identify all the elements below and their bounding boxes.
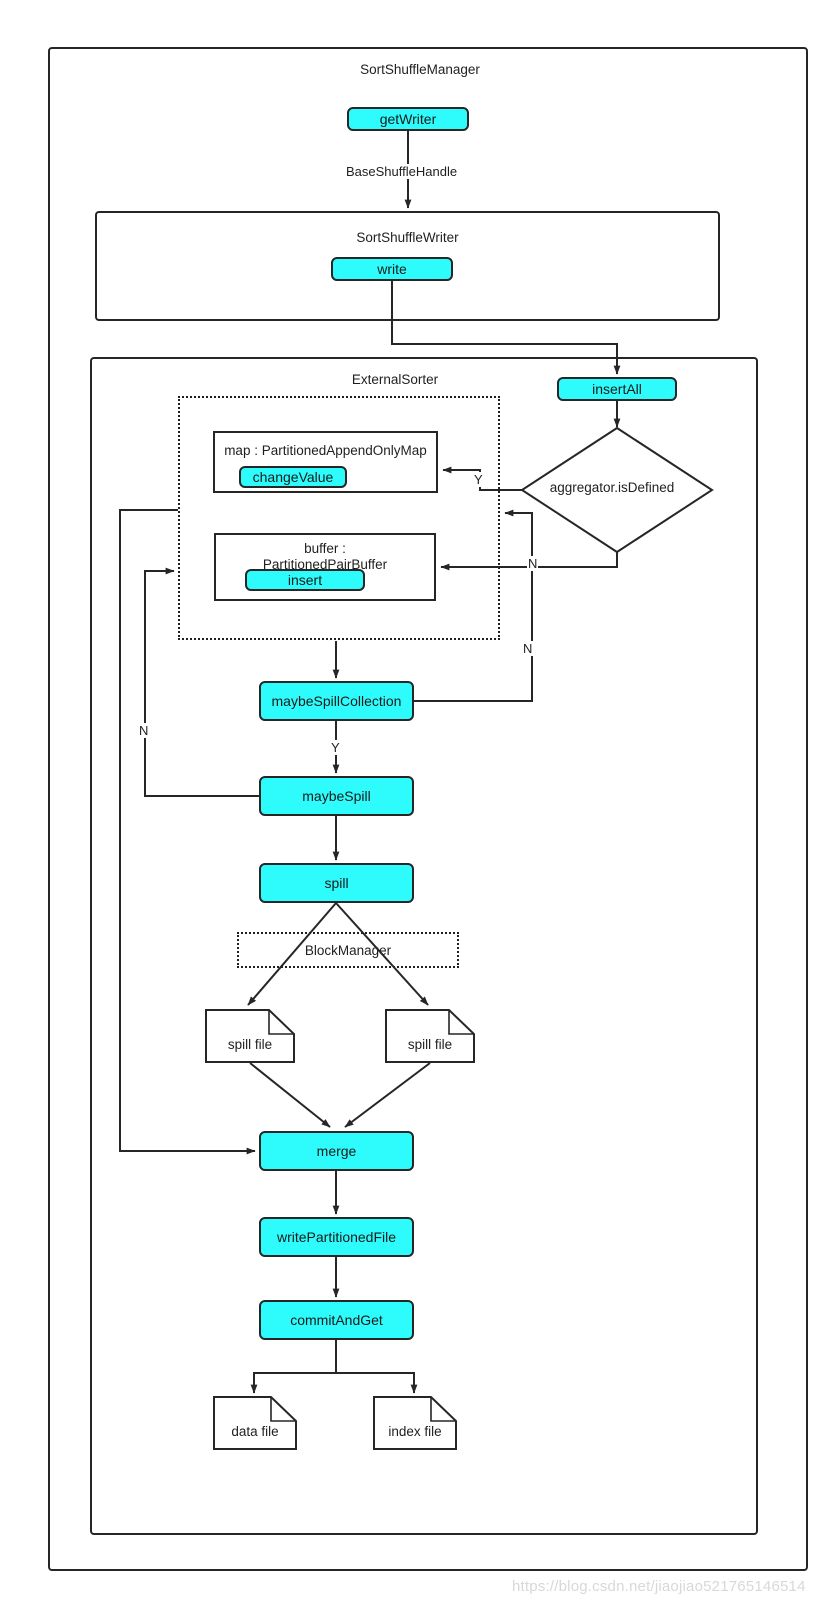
buffer-box-label-line2: PartitionedPairBuffer: [262, 557, 388, 572]
merge-node[interactable]: merge: [259, 1131, 414, 1171]
commit-and-get-node[interactable]: commitAndGet: [259, 1300, 414, 1340]
edge-label-spillcollection-yes: Y: [330, 740, 341, 755]
edge-label-base-shuffle-handle: BaseShuffleHandle: [345, 164, 459, 179]
map-box-label: map : PartitionedAppendOnlyMap: [224, 443, 427, 458]
maybe-spill-collection-node[interactable]: maybeSpillCollection: [259, 681, 414, 721]
edge-label-maybespill-no: N: [138, 723, 150, 738]
data-file: data file: [213, 1396, 297, 1450]
spill-file-left-label: spill file: [227, 1037, 273, 1052]
change-value-node[interactable]: changeValue: [239, 466, 347, 488]
spill-node[interactable]: spill: [259, 863, 414, 903]
watermark: https://blog.csdn.net/jiaojiao5217651465…: [512, 1578, 806, 1595]
buffer-box-label-line1: buffer :: [304, 541, 346, 556]
outer-frame: [48, 47, 808, 1571]
spill-file-left: spill file: [205, 1009, 295, 1063]
get-writer-node[interactable]: getWriter: [347, 107, 469, 131]
insert-all-node[interactable]: insertAll: [557, 377, 677, 401]
write-node[interactable]: write: [331, 257, 453, 281]
external-sorter-title: ExternalSorter: [351, 372, 439, 387]
insert-node[interactable]: insert: [245, 569, 365, 591]
edge-label-aggregator-no: N: [527, 556, 539, 571]
index-file: index file: [373, 1396, 457, 1450]
write-partitioned-file-node[interactable]: writePartitionedFile: [259, 1217, 414, 1257]
index-file-label: index file: [388, 1424, 442, 1439]
spill-file-right: spill file: [385, 1009, 475, 1063]
maybe-spill-node[interactable]: maybeSpill: [259, 776, 414, 816]
edge-label-spillcollection-no: N: [522, 641, 534, 656]
block-manager-label: BlockManager: [304, 943, 392, 958]
edge-label-aggregator-yes: Y: [473, 472, 484, 487]
sort-shuffle-manager-title: SortShuffleManager: [360, 62, 480, 77]
spill-file-right-label: spill file: [407, 1037, 453, 1052]
aggregator-decision-label: aggregator.isDefined: [549, 480, 675, 495]
data-file-label: data file: [231, 1424, 279, 1439]
sort-shuffle-writer-title: SortShuffleWriter: [356, 230, 459, 245]
